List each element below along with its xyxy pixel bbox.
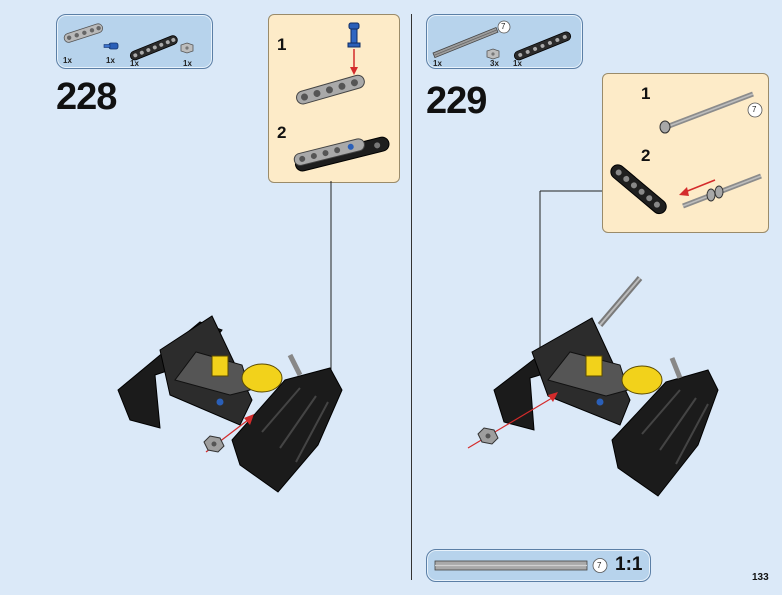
sub-assembly-drawing-228	[293, 22, 390, 172]
black-liftarm-icon	[610, 164, 667, 215]
parts-list-229: 7 1x 3x 1x	[426, 14, 583, 69]
gray-bush-icon	[486, 48, 500, 60]
gray-axle-icon	[682, 173, 762, 209]
substep-number: 2	[277, 123, 287, 142]
axle-length-value: 7	[597, 561, 602, 570]
part-qty: 1x	[106, 56, 115, 65]
axle-length-callout	[592, 558, 608, 573]
parts-icons-228	[63, 23, 194, 61]
part-qty: 1x	[183, 59, 192, 68]
gray-axle-icon	[432, 27, 499, 59]
axle-length-value: 7	[752, 105, 757, 114]
gray-liftarm-icon	[296, 74, 365, 105]
page-number: 133	[752, 572, 769, 583]
red-arrow	[684, 179, 716, 193]
axle-length-callout	[497, 20, 511, 34]
arrow-head-icon	[679, 187, 689, 196]
black-liftarm-icon	[129, 35, 178, 61]
gray-bush-icon	[180, 42, 194, 54]
gray-liftarm-icon	[63, 23, 104, 43]
arrow-head-icon	[350, 67, 358, 75]
gray-axle-icon	[659, 91, 754, 134]
page-divider	[411, 14, 412, 580]
black-liftarm-icon	[513, 31, 572, 61]
step-number: 228	[56, 76, 117, 118]
scale-bar: 7 1:1	[426, 549, 651, 582]
sub-assembly-229: 1 2 7	[602, 73, 769, 233]
sub-assembly-drawing-229	[610, 91, 763, 215]
part-qty: 1x	[433, 59, 442, 68]
blue-pin-icon	[347, 22, 361, 48]
step-number: 229	[426, 80, 487, 122]
part-qty: 1x	[513, 59, 522, 68]
scale-label: 1:1	[615, 554, 643, 575]
part-qty: 1x	[130, 59, 139, 68]
parts-list-228: 1x 1x 1x 1x	[56, 14, 213, 69]
part-qty: 1x	[63, 56, 72, 65]
axle-length-value: 7	[501, 22, 506, 31]
scale-bar-drawing	[434, 558, 608, 573]
stacked-liftarm-icon	[293, 136, 390, 172]
substep-number: 1	[277, 35, 287, 54]
part-qty: 3x	[490, 59, 499, 68]
substep-number: 1	[641, 84, 651, 103]
parts-icons-229	[432, 20, 572, 61]
axle-length-callout	[747, 102, 763, 118]
sub-assembly-228: 1 2	[268, 14, 400, 183]
substep-number: 2	[641, 146, 651, 165]
blue-pin-icon	[103, 42, 119, 50]
